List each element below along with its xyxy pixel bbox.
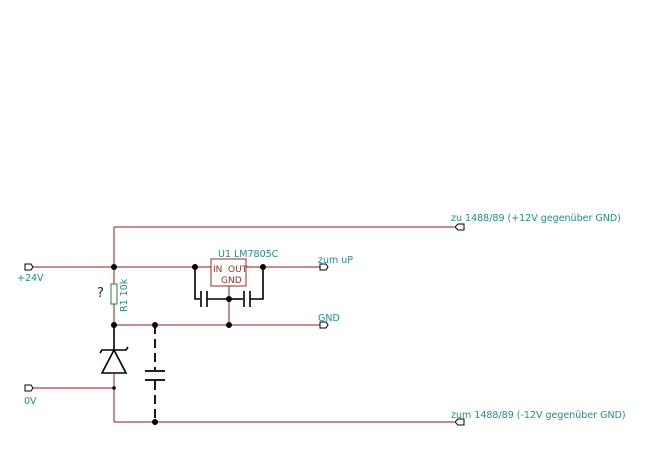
connector-zero-v	[24, 384, 34, 392]
connector-plus24v	[24, 263, 34, 271]
net-labels: +24V 0V zum uP GND zu 1488/89 (+12V gege…	[17, 213, 626, 421]
junction-dot	[152, 419, 158, 425]
connector-zum-1488-minus	[454, 418, 465, 426]
label-zum-up: zum uP	[318, 255, 353, 266]
zener-diode	[99, 325, 129, 374]
regulator-gnd-pin: GND	[221, 276, 242, 286]
wires	[33, 226, 454, 423]
resistor-body	[110, 283, 118, 305]
connector-gnd	[319, 321, 329, 329]
cap-in-lead	[194, 267, 200, 300]
label-zu-1488-plus: zu 1488/89 (+12V gegenüber GND)	[451, 213, 621, 224]
regulator-label: U1 LM7805C	[218, 249, 279, 260]
decoupling-caps	[194, 267, 264, 307]
resistor-r1: R1 10k ?	[97, 278, 130, 312]
regulator-u1: IN OUT GND U1 LM7805C	[210, 249, 279, 287]
junction-dot	[111, 264, 117, 270]
label-gnd: GND	[318, 313, 340, 324]
regulator-in-pin: IN	[213, 265, 222, 275]
question-mark: ?	[97, 286, 104, 301]
label-zum-1488-minus: zum 1488/89 (-12V gegenüber GND)	[451, 410, 626, 421]
connector-zu-1488-plus	[454, 223, 465, 231]
label-zero-v: 0V	[24, 396, 37, 407]
regulator-body	[210, 258, 247, 287]
junctions	[111, 264, 266, 425]
junction-dot-small	[112, 386, 116, 390]
label-plus24v: +24V	[17, 273, 44, 284]
connectors	[24, 223, 465, 426]
zener-triangle	[100, 348, 128, 374]
regulator-out-pin: OUT	[228, 265, 248, 275]
connector-zum-up	[319, 263, 329, 271]
cap-out-lead-b	[250, 267, 264, 300]
junction-dot	[226, 322, 232, 328]
resistor-label: R1 10k	[119, 278, 130, 312]
filter-capacitor	[145, 325, 165, 422]
